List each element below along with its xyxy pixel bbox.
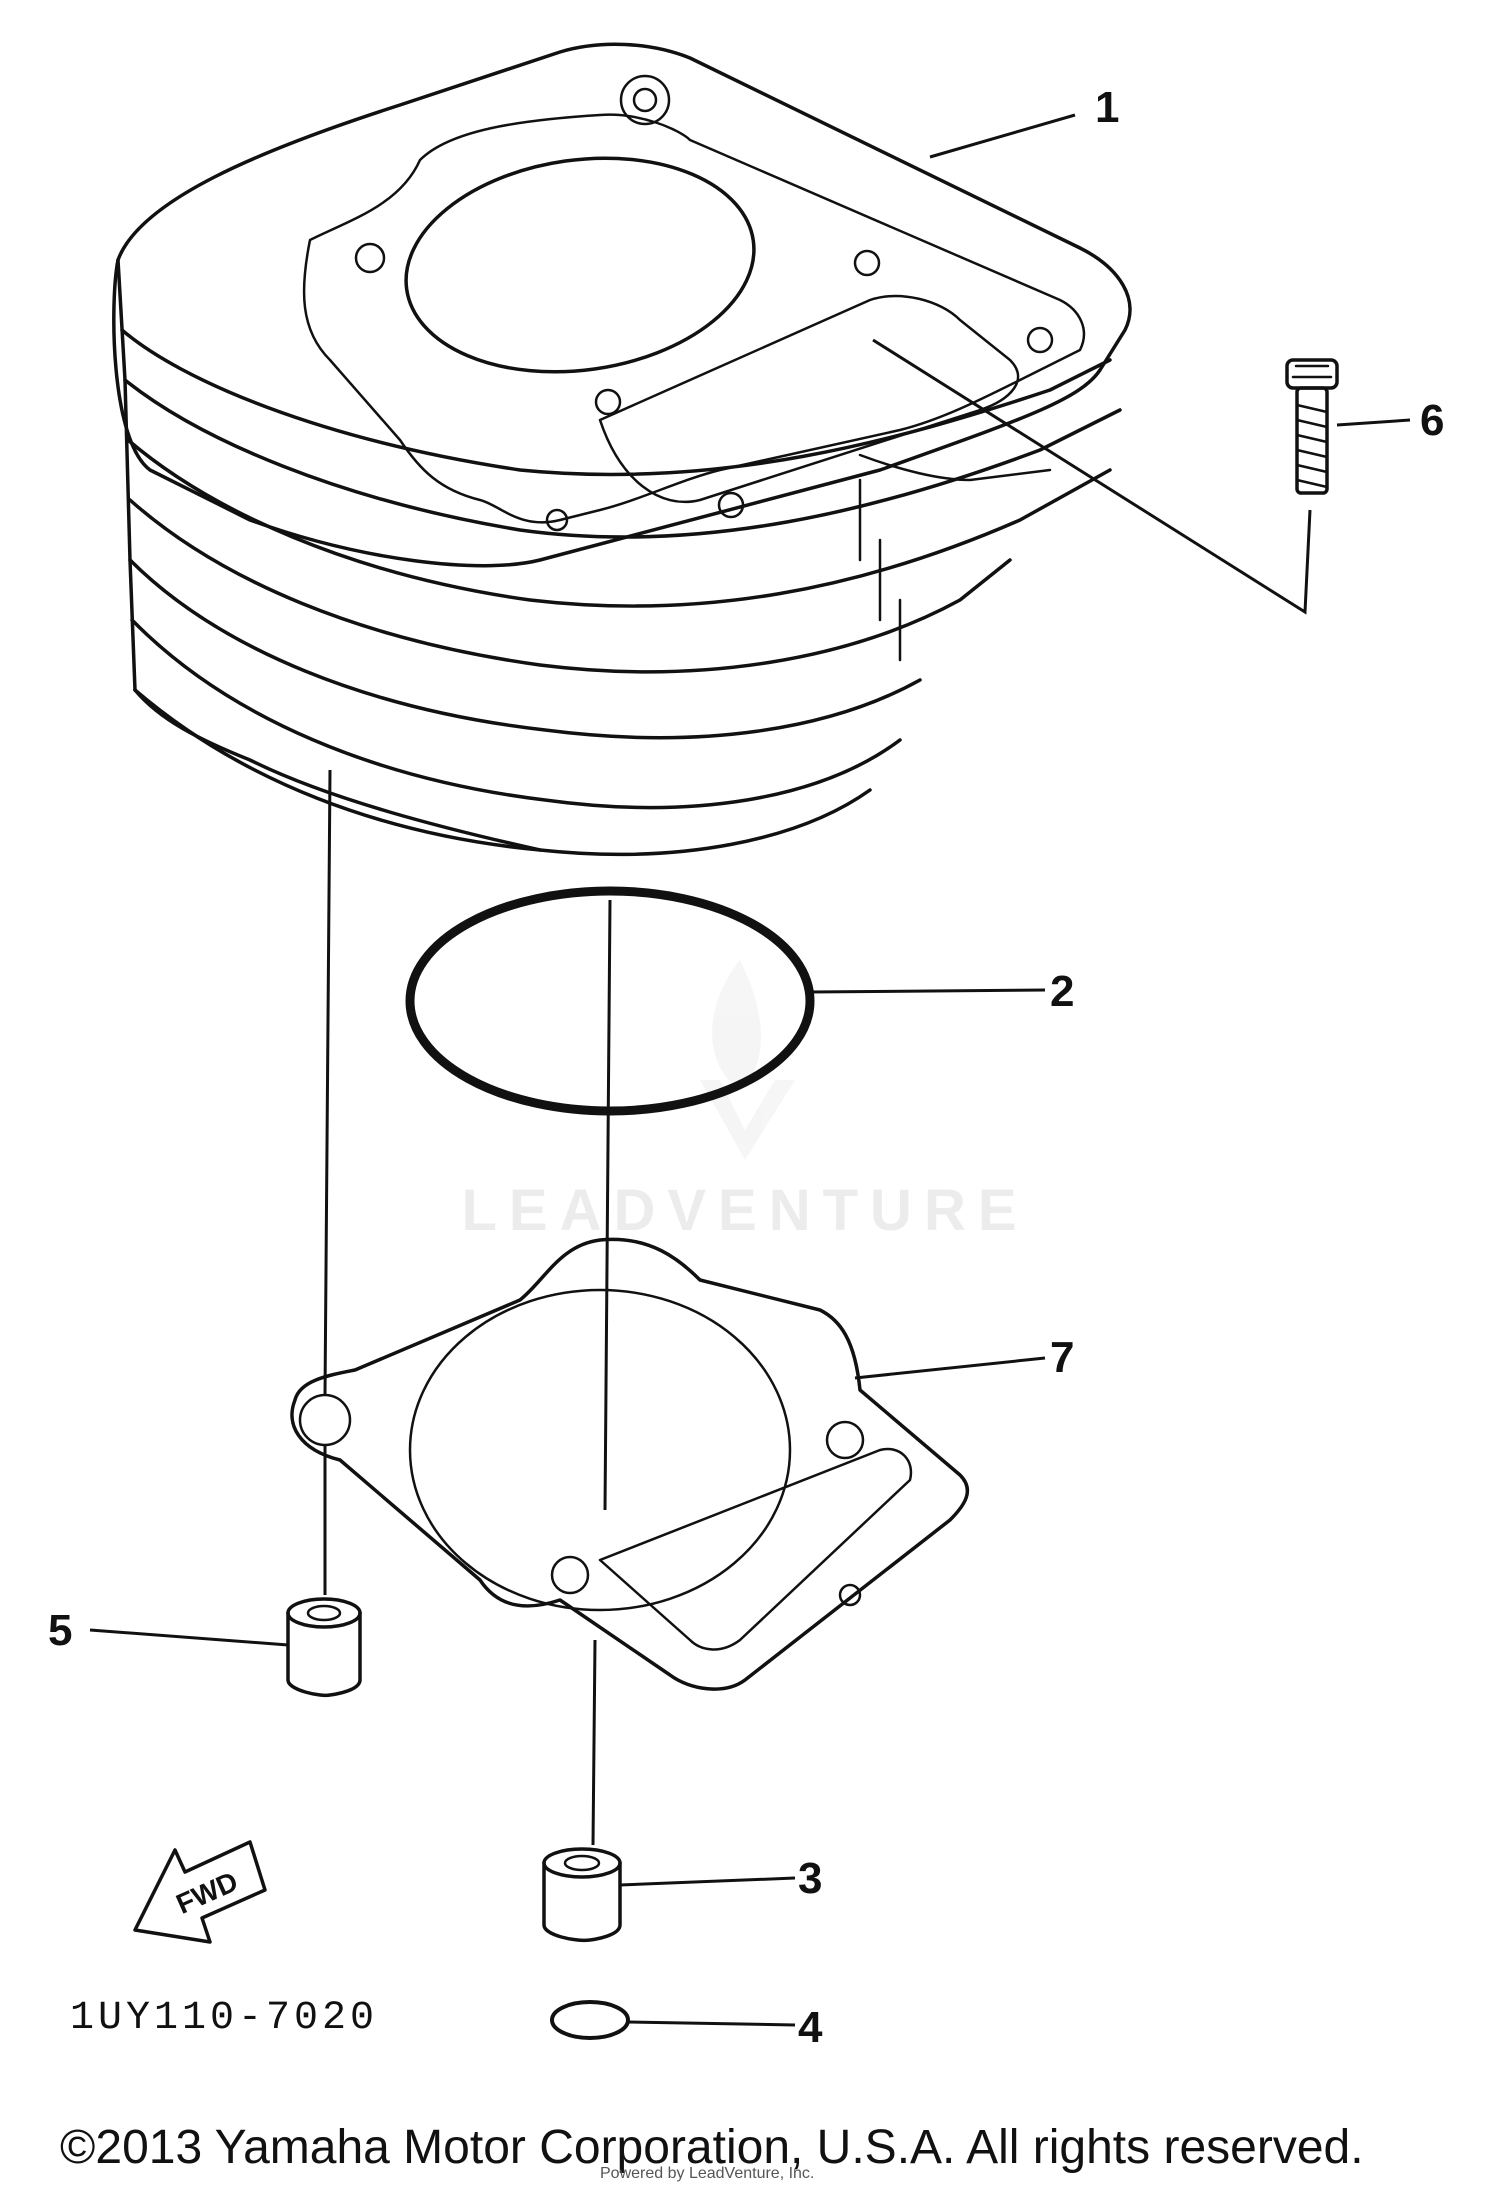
callout-1: 1 bbox=[1095, 83, 1119, 132]
copyright-text: ©2013 Yamaha Motor Corporation, U.S.A. A… bbox=[60, 2121, 1364, 2174]
credit-text: Powered by LeadVenture, Inc. bbox=[600, 2165, 814, 2182]
diagram-code: 1UY110-7020 bbox=[70, 1996, 378, 2041]
callout-5: 5 bbox=[48, 1606, 72, 1655]
callout-6: 6 bbox=[1420, 396, 1444, 445]
dowel-pin-left bbox=[286, 1597, 362, 1698]
callout-7: 7 bbox=[1050, 1333, 1074, 1382]
watermark-logo-icon bbox=[700, 960, 795, 1160]
callout-labels: 1 2 3 4 5 6 7 bbox=[48, 83, 1444, 2052]
watermark: LEADVENTURE bbox=[461, 960, 1028, 1243]
callout-3: 3 bbox=[798, 1854, 822, 1903]
cylinder-gasket bbox=[290, 1237, 970, 1691]
fwd-label: FWD bbox=[172, 1866, 243, 1920]
watermark-text: LEADVENTURE bbox=[461, 1178, 1028, 1243]
fwd-arrow-icon: FWD bbox=[133, 1840, 267, 1944]
dowel-pin-center bbox=[542, 1847, 622, 1943]
callout-2: 2 bbox=[1050, 967, 1074, 1016]
bolt bbox=[1285, 358, 1339, 495]
o-ring-small bbox=[550, 2000, 630, 2040]
cylinder-body bbox=[112, 42, 1132, 857]
o-ring-large bbox=[405, 886, 815, 1116]
leader-lines bbox=[89, 113, 1411, 2027]
callout-4: 4 bbox=[798, 2003, 823, 2052]
